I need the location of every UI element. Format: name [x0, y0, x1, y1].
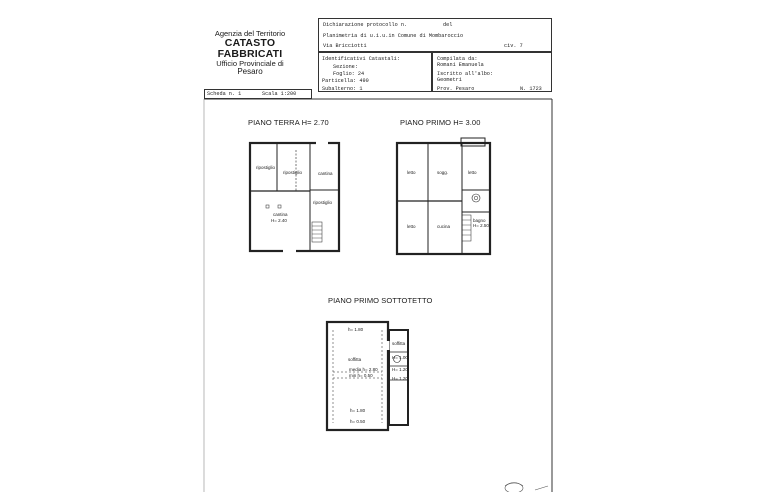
identifiers-box — [318, 52, 432, 92]
identifiers-title: Identificativi Catastali: — [322, 56, 400, 62]
room-label: cantina — [273, 212, 288, 217]
room-height: H= 2.40 — [271, 218, 287, 223]
particella-label: Particella: 490 — [322, 78, 369, 84]
sezione-label: Sezione: — [333, 64, 358, 70]
height-annotation: h= 1.80 — [350, 408, 366, 413]
room-label: letto — [407, 224, 416, 229]
height-annotation: H= 1.20 — [392, 367, 408, 372]
attic-side-wall — [388, 329, 409, 426]
foglio-label: Foglio: 24 — [333, 71, 365, 77]
room-label: ripostiglio — [283, 170, 303, 175]
address-line: Via Bricciotti — [323, 43, 367, 49]
protocol-label: Dichiarazione protocollo n. — [323, 22, 408, 28]
stamp-mark — [504, 482, 549, 492]
room-label: ripostiglio — [256, 165, 276, 170]
room-label: ripostiglio — [313, 200, 333, 205]
height-annotation: h= 0.50 — [350, 419, 366, 424]
room-label: letto — [407, 170, 416, 175]
province-label: Prov. Pesaro — [437, 86, 475, 92]
civic-number: civ. 7 — [504, 43, 523, 49]
subalterno-label: Subalterno: 1 — [322, 86, 363, 92]
compiler-box — [432, 52, 552, 92]
scala-label: Scala 1:200 — [262, 91, 297, 97]
ground-outer-wall — [248, 141, 341, 253]
room-label: soffitta — [392, 341, 406, 346]
room-label: soffitta — [348, 357, 362, 362]
room-label: bagno — [473, 218, 486, 223]
attic-floor-title: PIANO PRIMO SOTTOTETTO — [328, 296, 433, 305]
room-label: cantina — [318, 171, 333, 176]
room-height: H= 2.50 — [473, 223, 489, 228]
albo-label: Iscritto all'albo: — [437, 71, 494, 77]
office-label: Ufficio Provinciale di — [216, 58, 284, 68]
registration-number: N. 1723 — [520, 86, 542, 92]
agency-name: Agenzia del Territorio — [214, 29, 286, 38]
height-annotation: min h= 0.50 — [349, 373, 373, 378]
compiler-title: Compilata da: — [437, 56, 478, 62]
attic-floor-plan — [325, 320, 409, 432]
height-annotation: h= 1.80 — [348, 327, 364, 332]
plan-line: Planimetria di u.i.u.in Comune di Mombar… — [323, 33, 464, 39]
profession-label: Geometri — [437, 77, 462, 83]
compiler-name: Romani Emanuela — [437, 62, 484, 68]
scheda-label: Scheda n. 1 — [207, 91, 242, 97]
first-outer-wall — [395, 141, 492, 256]
office-city: Pesaro — [237, 66, 263, 76]
ground-floor-title: PIANO TERRA H= 2.70 — [248, 118, 329, 127]
agency-block: Agenzia del Territorio CATASTO FABBRICAT… — [196, 30, 304, 76]
del-label: del — [443, 22, 453, 28]
first-floor-title: PIANO PRIMO H= 3.00 — [400, 118, 481, 127]
height-annotation: H= 1.00 — [392, 355, 408, 360]
first-floor-plan — [395, 137, 492, 256]
room-label: cucina — [437, 224, 451, 229]
height-annotation: H= 1.20 — [392, 376, 408, 381]
room-label: letto — [468, 170, 477, 175]
ground-floor-plan — [248, 141, 341, 253]
catasto-title: CATASTO FABBRICATI — [217, 36, 283, 60]
declaration-box — [318, 18, 552, 52]
height-annotation: media h= 2.80 — [349, 367, 378, 372]
room-label: sogg. — [437, 170, 449, 175]
